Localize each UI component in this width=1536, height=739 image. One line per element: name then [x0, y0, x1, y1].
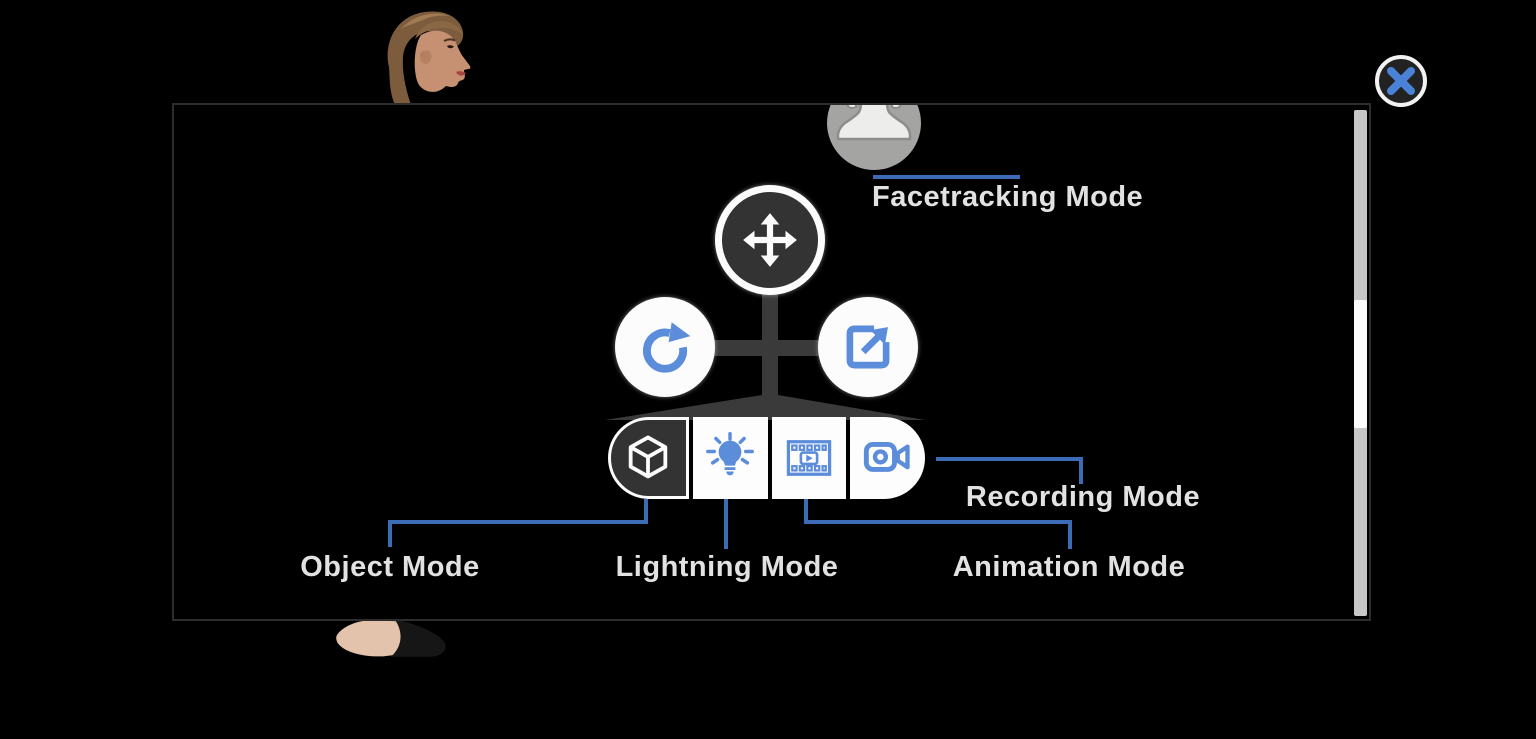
close-overlay-button[interactable] — [1375, 55, 1427, 107]
lightning-mode-label: Lightning Mode — [615, 551, 839, 583]
animation-mode-label: Animation Mode — [952, 551, 1186, 583]
animation-callout-line — [804, 499, 808, 524]
scale-arrow-icon — [846, 325, 890, 369]
video-camera-icon — [863, 442, 910, 472]
avatar-head — [387, 11, 471, 105]
overlay-scrollbar-track[interactable] — [1354, 110, 1367, 616]
lightning-mode-button[interactable] — [692, 417, 768, 499]
overlay-scrollbar-thumb[interactable] — [1354, 300, 1367, 428]
animation-callout-line — [1068, 520, 1072, 549]
recording-mode-label: Recording Mode — [965, 481, 1201, 513]
cube-icon — [629, 435, 668, 479]
object-callout-line — [644, 499, 648, 524]
animation-callout-line — [804, 520, 1072, 524]
facetracking-mode-label: Facetracking Mode — [872, 181, 1144, 213]
recording-callout-line — [1079, 457, 1083, 484]
close-icon — [1387, 67, 1415, 95]
facetracking-mode-button[interactable] — [827, 105, 921, 170]
facetracking-callout-line — [873, 175, 1020, 179]
lightbulb-icon — [706, 432, 755, 476]
person-silhouette-icon — [836, 105, 912, 141]
mode-button-row — [608, 417, 925, 499]
rotate-arrow-icon — [643, 322, 691, 373]
scale-mode-button[interactable] — [818, 297, 918, 397]
gizmo-stem-horizontal — [665, 340, 868, 356]
filmstrip-play-icon — [786, 440, 832, 476]
lightning-callout-line — [724, 499, 728, 549]
rotate-mode-button[interactable] — [615, 297, 715, 397]
recording-mode-button[interactable] — [850, 417, 925, 499]
animation-mode-button[interactable] — [771, 417, 847, 499]
object-callout-line — [388, 520, 648, 524]
help-overlay-content: Facetracking Mode Object Mode Lightning … — [174, 105, 1369, 619]
recording-callout-line — [936, 457, 1083, 461]
move-mode-button[interactable] — [715, 185, 825, 295]
object-callout-line — [388, 520, 392, 547]
avatar-foot — [336, 614, 446, 657]
move-arrows-icon — [743, 213, 797, 267]
gizmo-fan-connector — [605, 395, 925, 420]
object-mode-button[interactable] — [608, 417, 689, 499]
object-mode-label: Object Mode — [300, 551, 480, 583]
help-overlay-panel: Facetracking Mode Object Mode Lightning … — [172, 103, 1371, 621]
